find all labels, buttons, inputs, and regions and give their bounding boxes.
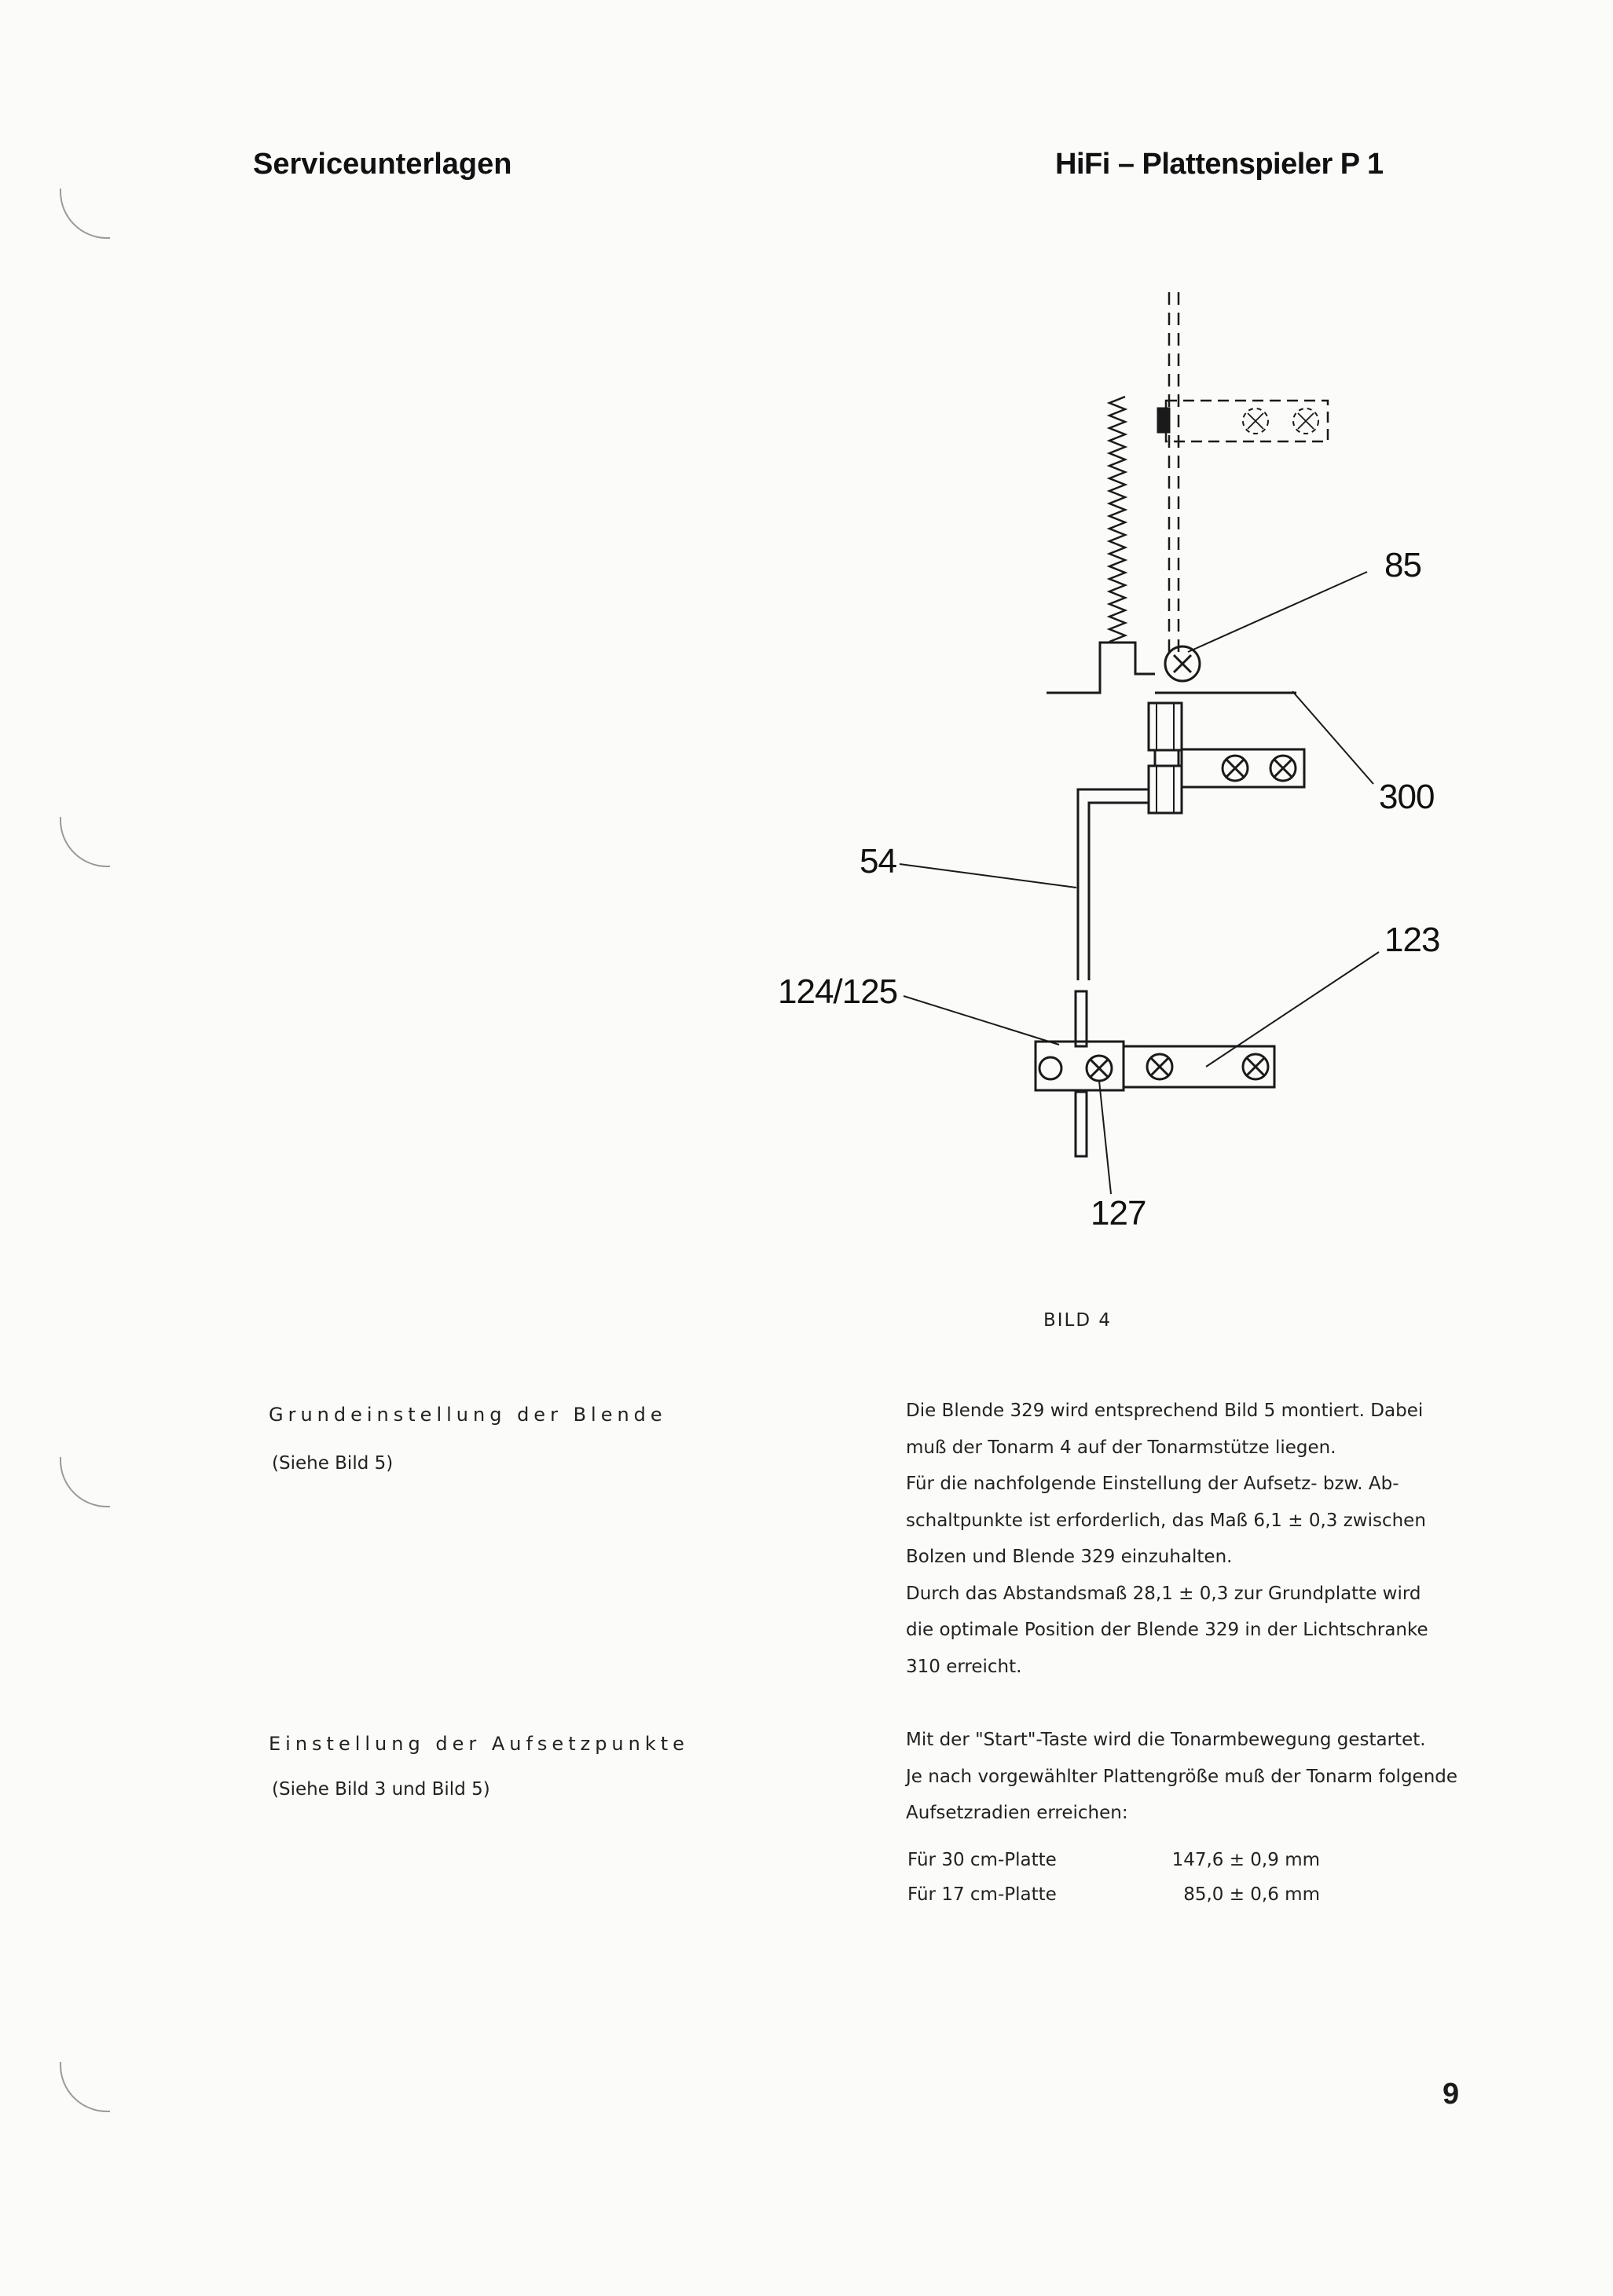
section-reference: (Siehe Bild 3 und Bild 5) xyxy=(272,1779,490,1800)
body-line: 310 erreicht. xyxy=(906,1656,1022,1677)
body-line: die optimale Position der Blende 329 in … xyxy=(906,1620,1428,1640)
document-header-right: HiFi – Plattenspieler P 1 xyxy=(1055,148,1384,181)
section-body: Die Blende 329 wird entsprechend Bild 5 … xyxy=(906,1393,1472,1685)
body-line: Für die nachfolgende Einstellung der Auf… xyxy=(906,1474,1399,1494)
part-label-54: 54 xyxy=(860,842,897,881)
section-heading: Grundeinstellung der Blende xyxy=(269,1404,667,1426)
figure-caption: BILD 4 xyxy=(1043,1310,1113,1331)
body-line: Mit der "Start"-Taste wird die Tonarmbew… xyxy=(906,1730,1426,1750)
spec-value: 85,0 ± 0,6 mm xyxy=(1183,1884,1320,1905)
spring xyxy=(1106,395,1128,643)
body-line: muß der Tonarm 4 auf der Tonarmstütze li… xyxy=(906,1437,1336,1458)
part-label-300: 300 xyxy=(1379,778,1435,816)
body-line: Je nach vorgewählter Plattengröße muß de… xyxy=(906,1766,1458,1787)
body-line: Die Blende 329 wird entsprechend Bild 5 … xyxy=(906,1401,1424,1421)
section-heading: Einstellung der Aufsetzpunkte xyxy=(269,1733,689,1755)
spec-label: Für 17 cm-Platte xyxy=(907,1884,1057,1905)
body-line: Durch das Abstandsmaß 28,1 ± 0,3 zur Gru… xyxy=(906,1583,1421,1604)
spec-label: Für 30 cm-Platte xyxy=(907,1850,1057,1870)
section-reference: (Siehe Bild 5) xyxy=(272,1453,394,1474)
part-label-127: 127 xyxy=(1091,1194,1146,1232)
part-label-123: 123 xyxy=(1384,921,1440,959)
page-number: 9 xyxy=(1443,2078,1460,2111)
body-line: Aufsetzradien erreichen: xyxy=(906,1803,1128,1823)
body-line: Bolzen und Blende 329 einzuhalten. xyxy=(906,1547,1233,1567)
spec-value: 147,6 ± 0,9 mm xyxy=(1171,1850,1320,1870)
part-label-85: 85 xyxy=(1384,546,1422,584)
section-body: Mit der "Start"-Taste wird die Tonarmbew… xyxy=(906,1722,1472,1832)
body-line: schaltpunkte ist erforderlich, das Maß 6… xyxy=(906,1510,1426,1531)
part-label-124-125: 124/125 xyxy=(778,972,898,1011)
document-header-left: Serviceunterlagen xyxy=(253,148,512,181)
